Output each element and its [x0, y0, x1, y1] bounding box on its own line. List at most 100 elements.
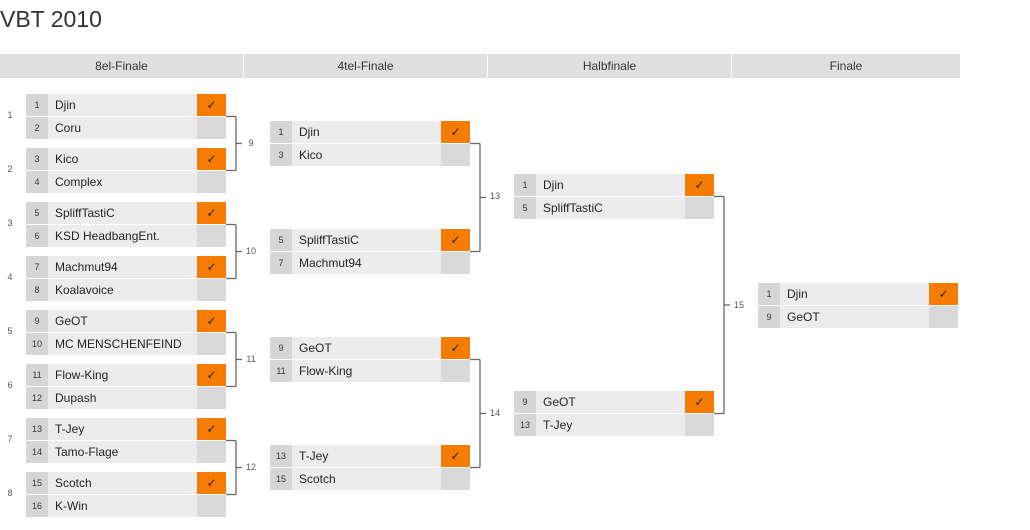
team-name: Djin	[536, 174, 685, 196]
team-name: Djin	[780, 283, 929, 305]
match-number: 14	[489, 407, 500, 418]
winner-check-icon: ✓	[197, 202, 226, 224]
match-number: 8	[7, 488, 13, 498]
match-number: 6	[7, 380, 13, 390]
match-number: 10	[245, 245, 256, 256]
match-number: 7	[7, 434, 13, 444]
team-seed: 5	[514, 197, 536, 219]
team-seed: 4	[26, 171, 48, 193]
team-seed: 11	[270, 360, 292, 382]
team-seed: 7	[270, 252, 292, 274]
team-name: Coru	[48, 117, 197, 139]
winner-check-icon: ✓	[441, 229, 470, 251]
team-seed: 5	[270, 229, 292, 251]
match-number: 5	[7, 326, 13, 336]
result-box	[197, 117, 226, 139]
team-name: MC MENSCHENFEIND	[48, 333, 197, 355]
team-seed: 12	[26, 387, 48, 409]
match-number: 1	[7, 110, 13, 120]
result-box	[197, 279, 226, 301]
match-number: 12	[245, 461, 256, 472]
match-number: 13	[489, 190, 500, 201]
winner-check-icon: ✓	[929, 283, 958, 305]
team-name: T-Jey	[536, 414, 685, 436]
team-name: Complex	[48, 171, 197, 193]
team-name: T-Jey	[48, 418, 197, 440]
winner-check-icon: ✓	[197, 472, 226, 494]
result-box	[197, 171, 226, 193]
match-number: 15	[733, 299, 744, 310]
team-seed: 5	[26, 202, 48, 224]
team-name: Djin	[292, 121, 441, 143]
result-box	[197, 387, 226, 409]
team-name: K-Win	[48, 495, 197, 517]
team-name: Flow-King	[292, 360, 441, 382]
team-seed: 1	[270, 121, 292, 143]
winner-check-icon: ✓	[197, 364, 226, 386]
team-name: GeOT	[48, 310, 197, 332]
team-name: GeOT	[292, 337, 441, 359]
team-seed: 13	[270, 445, 292, 467]
winner-check-icon: ✓	[441, 445, 470, 467]
team-name: GeOT	[780, 306, 929, 328]
team-name: SpliffTastiC	[292, 229, 441, 251]
match-number: 9	[248, 137, 254, 148]
team-seed: 14	[26, 441, 48, 463]
winner-check-icon: ✓	[685, 174, 714, 196]
result-box	[441, 360, 470, 382]
team-seed: 1	[758, 283, 780, 305]
team-seed: 8	[26, 279, 48, 301]
page-title: VBT 2010	[0, 6, 102, 32]
team-seed: 1	[514, 174, 536, 196]
team-name: Djin	[48, 94, 197, 116]
team-seed: 1	[26, 94, 48, 116]
winner-check-icon: ✓	[197, 94, 226, 116]
result-box	[441, 468, 470, 490]
result-box	[197, 225, 226, 247]
team-seed: 3	[270, 144, 292, 166]
team-name: Scotch	[48, 472, 197, 494]
result-box	[441, 144, 470, 166]
result-box	[685, 414, 714, 436]
team-name: SpliffTastiC	[48, 202, 197, 224]
winner-check-icon: ✓	[197, 418, 226, 440]
match-number: 11	[246, 353, 256, 364]
round-header-finale: Finale	[732, 54, 960, 78]
team-seed: 15	[26, 472, 48, 494]
team-name: Flow-King	[48, 364, 197, 386]
result-box	[197, 441, 226, 463]
winner-check-icon: ✓	[441, 337, 470, 359]
team-name: GeOT	[536, 391, 685, 413]
